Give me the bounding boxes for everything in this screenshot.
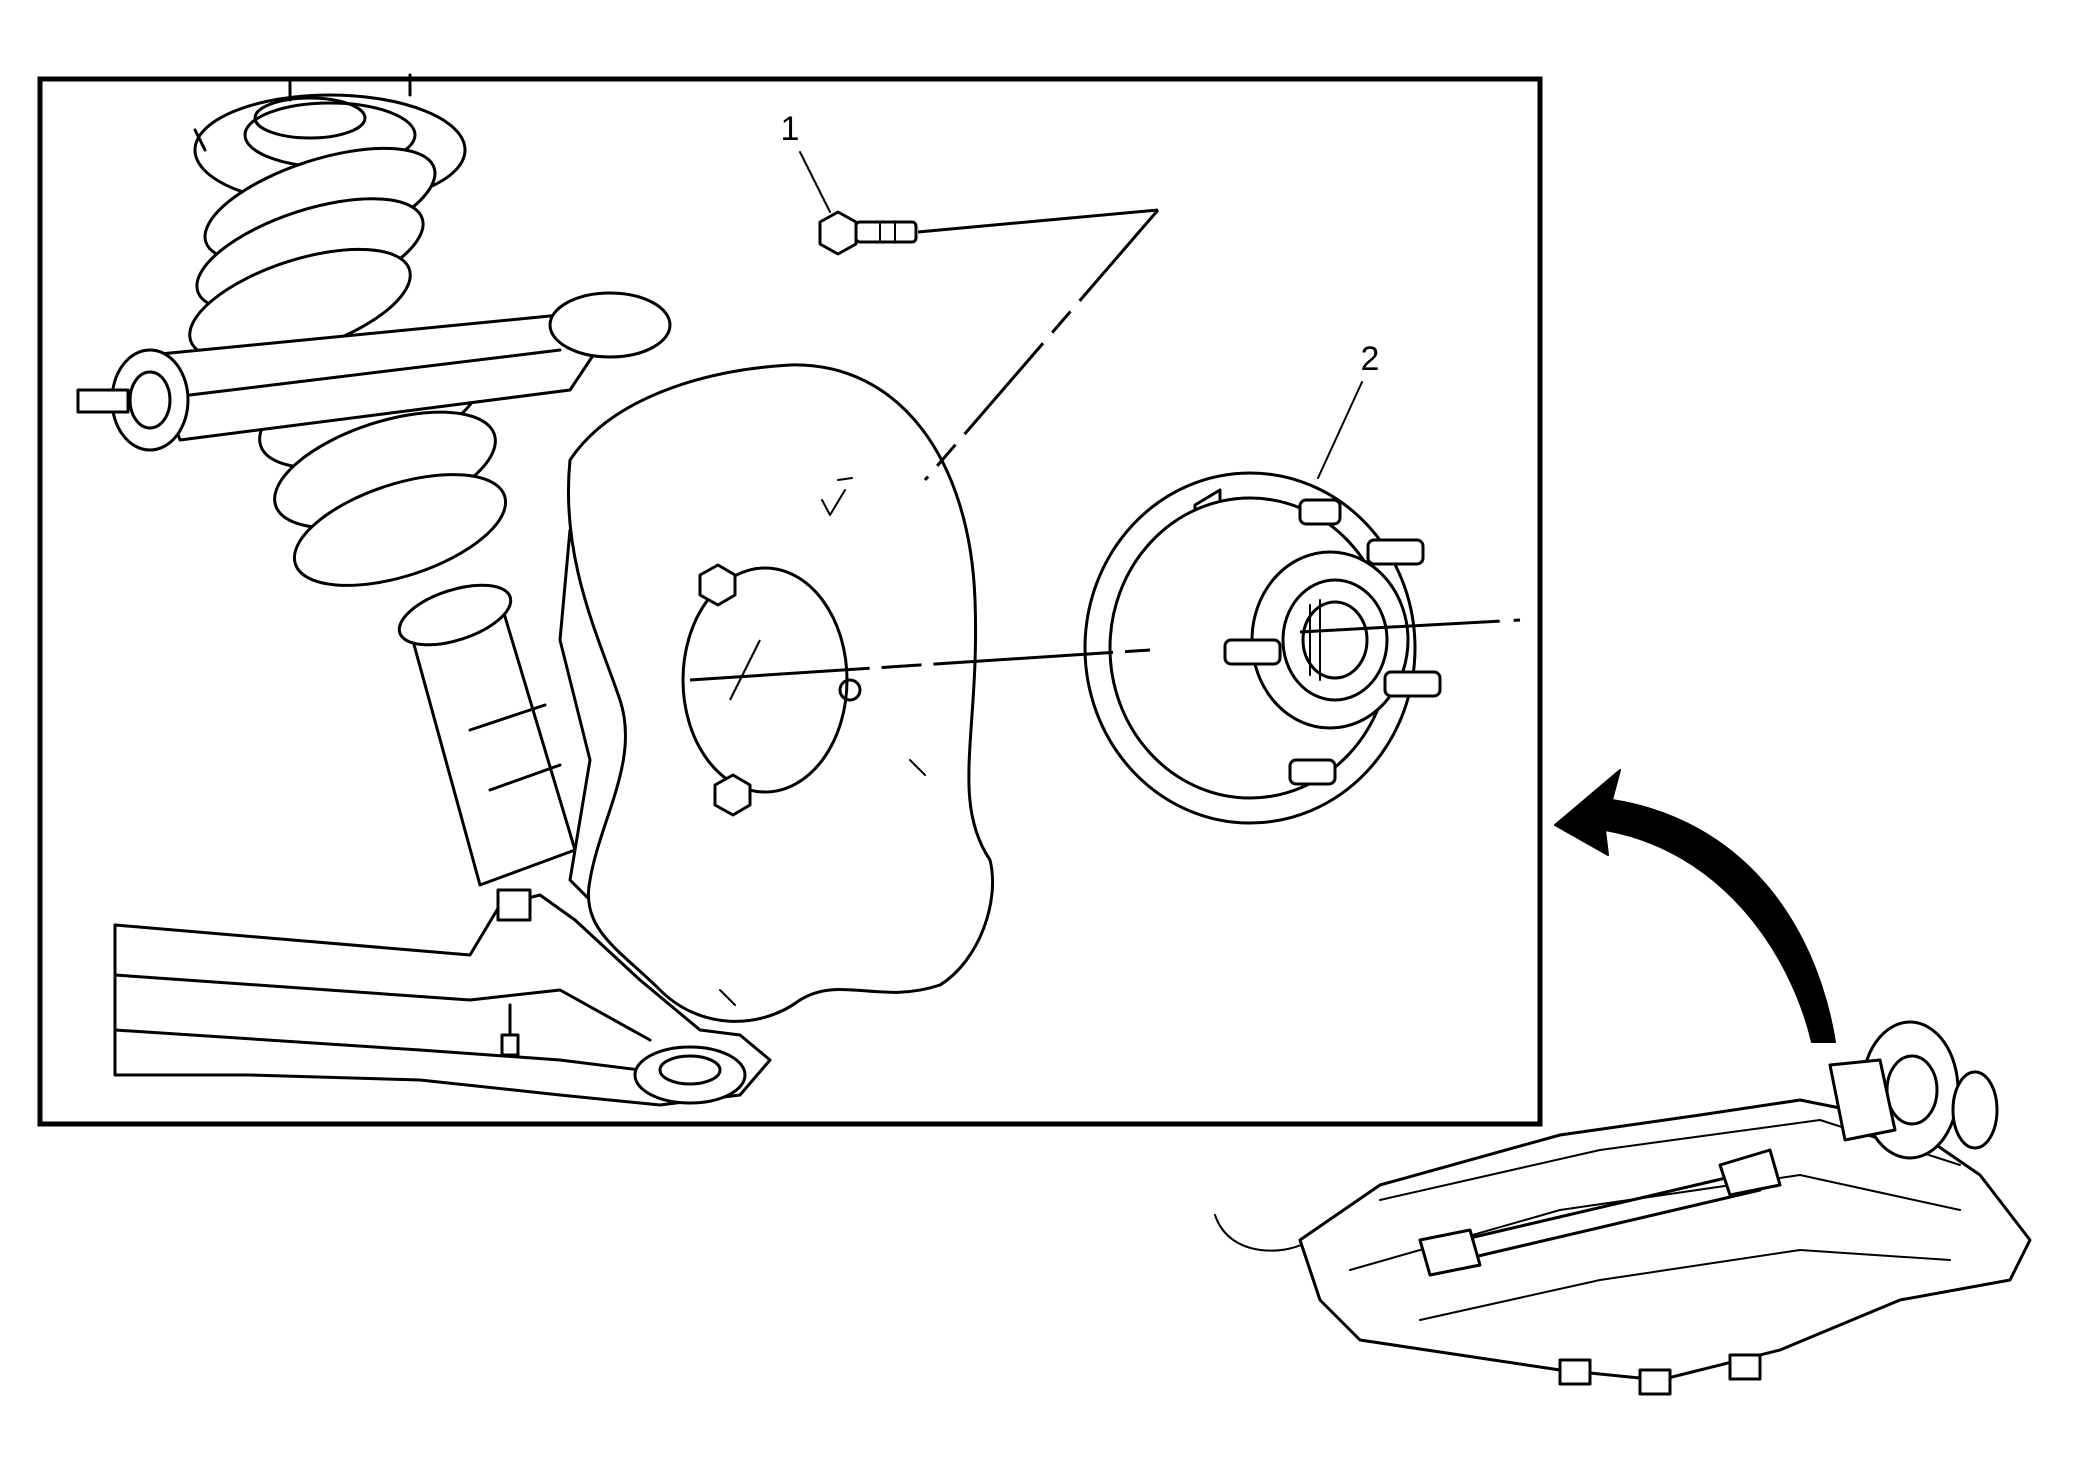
assembly-axis bbox=[689, 618, 1521, 701]
locator-wheel bbox=[1828, 1020, 1999, 1160]
callout-number-2: 2 bbox=[1361, 340, 1380, 378]
callout-1: 1 bbox=[781, 110, 831, 213]
callout-number-1: 1 bbox=[781, 110, 800, 148]
vehicle-locator-view bbox=[1214, 1020, 2032, 1396]
suspension-assembly-drawing: 1 2 bbox=[76, 73, 1521, 1107]
steering-rack bbox=[1418, 1148, 1782, 1277]
wheel-hub-bearing bbox=[1083, 471, 1442, 825]
locator-arrow-icon bbox=[1554, 769, 1836, 1043]
lower-control-arm bbox=[113, 888, 772, 1107]
upper-control-arm bbox=[76, 291, 672, 452]
shock-absorber bbox=[397, 583, 577, 887]
bolt-insertion-line bbox=[917, 208, 1160, 481]
callout-2: 2 bbox=[1317, 340, 1380, 479]
splash-shield bbox=[566, 363, 995, 1023]
bolt bbox=[818, 210, 918, 256]
